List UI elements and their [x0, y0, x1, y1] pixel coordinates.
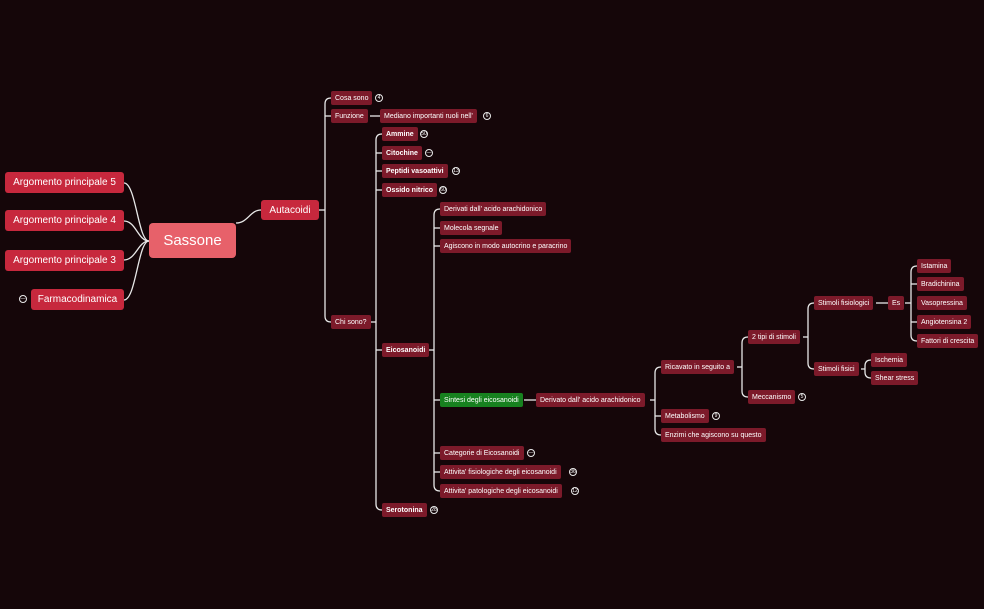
- edge-root-autacoidi: [235, 209, 262, 224]
- node-derivati[interactable]: Derivati dall' acido arachidonico: [440, 202, 547, 216]
- edge-es-spine: [910, 265, 918, 342]
- node-eicosanoidi[interactable]: Eicosanoidi: [382, 343, 430, 357]
- node-stimoli-fisiologici[interactable]: Stimoli fisiologici: [814, 296, 874, 310]
- node-agiscono[interactable]: Agiscono in modo autocrino e paracrino: [440, 239, 572, 253]
- node-peptidi-vasoattivi[interactable]: Peptidi vasoattivi: [382, 164, 448, 178]
- node-attivita-patologiche[interactable]: Attivita' patologiche degli eicosanoidi: [440, 484, 562, 498]
- node-stimoli-fisici[interactable]: Stimoli fisici: [814, 362, 859, 376]
- badge-ammine[interactable]: 50: [420, 130, 428, 138]
- node-citochine[interactable]: Citochine: [382, 146, 422, 160]
- badge-cosa-sono[interactable]: 4: [375, 94, 383, 102]
- edge-eicosanoidi-spine: [433, 208, 441, 492]
- node-due-tipi-stimoli[interactable]: 2 tipi di stimoli: [748, 330, 800, 344]
- badge-citochine[interactable]: —: [425, 149, 433, 157]
- node-meccanismo[interactable]: Meccanismo: [748, 390, 796, 404]
- topic-autacoidi[interactable]: Autacoidi: [261, 200, 319, 220]
- node-funzione[interactable]: Funzione: [331, 109, 368, 123]
- topic-argomento-5[interactable]: Argomento principale 5: [5, 172, 124, 193]
- node-ischemia[interactable]: Ischemia: [871, 353, 908, 367]
- node-bradichinina[interactable]: Bradichinina: [917, 277, 964, 291]
- badge-mediano[interactable]: 6: [483, 112, 491, 120]
- node-ammine[interactable]: Ammine: [382, 127, 418, 141]
- topic-farmacodinamica[interactable]: Farmacodinamica: [31, 289, 124, 310]
- node-attivita-fisiologiche[interactable]: Attivita' fisiologiche degli eicosanoidi: [440, 465, 561, 479]
- node-fattori-crescita[interactable]: Fattori di crescita: [917, 334, 979, 348]
- edge-chisono-spine: [375, 133, 383, 511]
- edge-fisici-spine: [864, 359, 872, 379]
- badge-serotonina[interactable]: 28: [430, 506, 438, 514]
- node-mediano[interactable]: Mediano importanti ruoli nell': [380, 109, 477, 123]
- edge-root-arg5: [123, 182, 150, 242]
- node-es[interactable]: Es: [888, 296, 905, 310]
- node-serotonina[interactable]: Serotonina: [382, 503, 427, 517]
- node-molecola-segnale[interactable]: Molecola segnale: [440, 221, 503, 235]
- node-metabolismo[interactable]: Metabolismo: [661, 409, 709, 423]
- badge-meccanismo[interactable]: 5: [798, 393, 806, 401]
- badge-patologiche[interactable]: 12: [571, 487, 579, 495]
- edge-derivato-spine: [654, 366, 662, 436]
- node-istamina[interactable]: Istamina: [917, 259, 952, 273]
- badge-categorie[interactable]: —: [527, 449, 535, 457]
- root-topic[interactable]: Sassone: [149, 223, 236, 258]
- node-shear-stress[interactable]: Shear stress: [871, 371, 919, 385]
- badge-metabolismo[interactable]: 9: [712, 412, 720, 420]
- node-categorie[interactable]: Categorie di Eicosanoidi: [440, 446, 524, 460]
- node-sintesi-eicosanoidi[interactable]: Sintesi degli eicosanoidi: [440, 393, 523, 407]
- node-vasopressina[interactable]: Vasopressina: [917, 296, 967, 310]
- collapse-badge-farmacodinamica[interactable]: —: [19, 295, 27, 303]
- edge-root-arg4: [123, 220, 150, 242]
- topic-argomento-4[interactable]: Argomento principale 4: [5, 210, 124, 231]
- node-ossido-nitrico[interactable]: Ossido nitrico: [382, 183, 438, 197]
- node-enzimi[interactable]: Enzimi che agiscono su questo: [661, 428, 766, 442]
- badge-ossido[interactable]: 60: [439, 186, 447, 194]
- node-ricavato[interactable]: Ricavato in seguito a: [661, 360, 734, 374]
- node-derivato[interactable]: Derivato dall' acido arachidonico: [536, 393, 645, 407]
- node-chi-sono[interactable]: Chi sono?: [331, 315, 371, 329]
- badge-fisiologiche[interactable]: 36: [569, 468, 577, 476]
- edge-duetipi-spine: [807, 302, 815, 370]
- node-angiotensina-2[interactable]: Angiotensina 2: [917, 315, 972, 329]
- topic-argomento-3[interactable]: Argomento principale 3: [5, 250, 124, 271]
- edge-autacoidi-spine: [324, 97, 332, 323]
- node-cosa-sono[interactable]: Cosa sono: [331, 91, 373, 105]
- edge-ricavato-spine: [741, 336, 749, 398]
- badge-peptidi[interactable]: 13: [452, 167, 460, 175]
- edge-root-farm: [123, 240, 150, 301]
